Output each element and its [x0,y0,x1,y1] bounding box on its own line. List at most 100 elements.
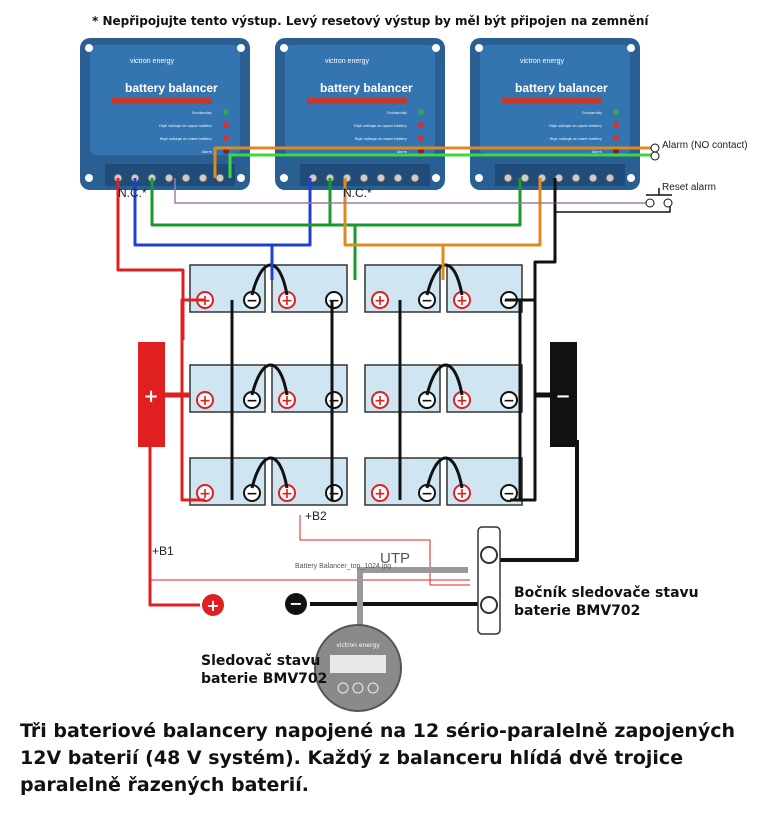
shunt-label-line1: Bočník sledovače stavu [514,585,699,601]
monitor-button [367,682,379,694]
monitor-button [352,682,364,694]
led-label: High voltage on upper battery [549,124,602,128]
brand-logo: victron energy [130,58,174,65]
series-link [425,456,464,489]
battery-balancer-1: victron energy battery balancerOn/standby… [80,38,250,190]
minus-icon: − [328,293,340,309]
terminal-screw [588,173,598,183]
reset-switch-contact [663,198,673,208]
battery: +− [364,457,441,506]
plus-icon: + [281,486,293,502]
balancer-title: battery balancer [125,81,218,95]
minus-icon: − [246,393,258,409]
battery: +− [364,264,441,313]
battery-negative-terminal [500,484,518,502]
balancer-title: battery balancer [515,81,608,95]
terminal-screw [520,173,530,183]
system-negative-terminal [285,593,307,615]
green-wire [150,178,357,280]
blue-wire [133,178,274,280]
minus-icon: − [421,486,433,502]
filename-label: Battery Balancer_top_1024.jpg [295,563,392,570]
battery-positive-terminal [371,484,389,502]
plus-icon: + [199,486,211,502]
mount-hole [432,44,440,52]
led-label: High voltage on lower battery [550,137,602,141]
monitor-brand: victron energy [336,642,380,649]
mount-hole [85,44,93,52]
balancer-negative-wire [533,178,557,345]
led-label: Alarm [592,150,603,154]
terminal-screw [215,173,225,183]
brand-logo: victron energy [325,58,369,65]
battery: +− [446,264,523,313]
utp-cable [357,567,468,625]
reset-switch-button [646,188,672,196]
terminal-screw [503,173,513,183]
terminal-screw [198,173,208,183]
led-label: On/standby [192,111,212,115]
plus-icon: + [281,393,293,409]
red-stripe [502,98,602,104]
reset-wire-ground [554,178,671,213]
alarm-wire-orange [213,146,655,178]
plus-icon: + [456,293,468,309]
mount-hole [475,174,483,182]
utp-label: UTP [380,550,410,567]
mount-hole [237,174,245,182]
battery: +− [446,457,523,506]
mount-hole [237,44,245,52]
plus-icon: + [374,293,386,309]
blue-wire [272,178,312,247]
battery-negative-terminal [325,291,343,309]
plus-icon: + [456,393,468,409]
shunt-label-line2: baterie BMV702 [514,603,641,619]
alarm-terminal [650,151,660,161]
monitor-button [337,682,349,694]
plus-icon: + [456,486,468,502]
red-stripe [112,98,212,104]
alarm-terminal [650,143,660,153]
caption: Tři bateriové balancery napojené na 12 s… [20,720,736,796]
shunt-bolt [480,546,498,564]
minus-icon: − [503,393,515,409]
monitor-display [330,655,386,673]
terminal-screw [164,173,174,183]
status-led [613,122,619,128]
b2-label: +B2 [305,509,327,523]
battery-positive-terminal [371,291,389,309]
terminal-screw [605,173,615,183]
series-link [425,363,464,396]
system-positive-wire [148,440,200,607]
mount-hole [432,174,440,182]
alarm-label: Alarm (NO contact) [662,140,748,151]
mount-hole [475,44,483,52]
mount-hole [85,174,93,182]
monitor-label-line2: baterie BMV702 [201,671,328,687]
negative-parallel [505,298,537,502]
led-label: Alarm [202,150,213,154]
nc-label-1: N.C.* [118,186,147,200]
led-label: On/standby [582,111,602,115]
status-led [613,135,619,141]
minus-icon: − [328,486,340,502]
minus-icon: − [503,486,515,502]
battery: +− [446,364,523,413]
negative-busbar [550,342,577,447]
mount-hole [627,174,635,182]
led-label: High voltage on upper battery [354,124,407,128]
plus-icon: + [281,293,293,309]
status-led [418,122,424,128]
system-minus: − [289,594,302,613]
b2-sense-wire [299,515,470,586]
balancer-positive-wire [116,178,185,340]
minus-icon: − [328,393,340,409]
minus-icon: − [246,486,258,502]
shunt-negative-wire [490,440,579,562]
note: * Nepřipojujte tento výstup. Levý reseto… [92,14,649,28]
green-wire [355,178,522,227]
